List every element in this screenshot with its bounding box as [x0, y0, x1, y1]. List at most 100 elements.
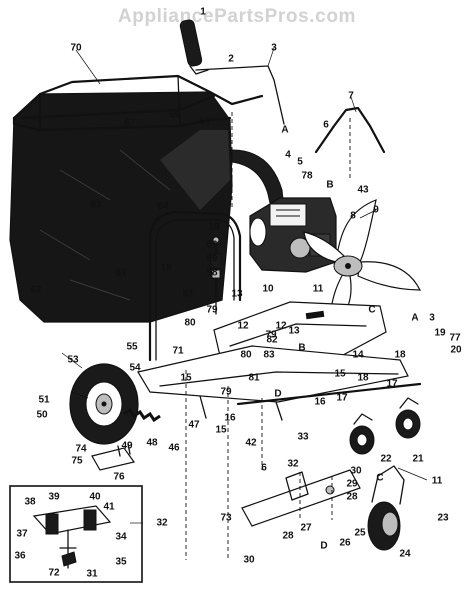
callout-32b: 32: [156, 518, 168, 529]
axle-rod: [236, 382, 422, 406]
callout-C-right: C: [368, 305, 375, 316]
callout-36: 36: [14, 551, 26, 562]
callout-81: 81: [248, 373, 260, 384]
handle-grip-1: [179, 19, 209, 75]
callout-16a: 16: [314, 397, 326, 408]
callout-16b: 16: [224, 413, 236, 424]
callout-67: 67: [124, 118, 136, 129]
callout-79a: 79: [206, 305, 218, 316]
watermark: AppliancePartsPros.com: [118, 6, 356, 27]
callout-A-top: A: [281, 125, 288, 136]
callout-41: 41: [103, 502, 115, 513]
engine-43: [249, 197, 337, 273]
callout-23: 23: [437, 513, 449, 524]
callout-21: 21: [412, 454, 424, 465]
callout-53: 53: [67, 355, 79, 366]
callout-57: 57: [182, 289, 194, 300]
callout-34: 34: [115, 532, 127, 543]
bracket-76: [91, 443, 136, 471]
wheel-53: [69, 363, 139, 445]
callout-72: 72: [48, 568, 60, 579]
mount-bracket-28: [241, 469, 361, 527]
callout-64: 64: [157, 202, 169, 213]
callout-D-bottom: D: [320, 541, 327, 552]
reference-lines: [185, 112, 351, 560]
callout-80a: 80: [184, 318, 196, 329]
callout-80b: 80: [240, 350, 252, 361]
bag-frame-70: [12, 74, 264, 132]
spring-49: [123, 407, 161, 423]
callout-82: 82: [266, 335, 278, 346]
callout-17a: 17: [386, 379, 398, 390]
callout-7: 7: [348, 91, 354, 102]
callout-30b: 30: [243, 555, 255, 566]
callout-15b: 15: [180, 373, 192, 384]
callout-46: 46: [168, 443, 180, 454]
callout-54: 54: [129, 363, 141, 374]
callout-47: 47: [188, 420, 200, 431]
callout-26: 26: [339, 538, 351, 549]
callout-18b: 18: [357, 373, 369, 384]
callout-27: 27: [300, 523, 312, 534]
callout-B-mid: B: [298, 343, 305, 354]
callout-3b: 3: [429, 313, 435, 324]
callout-29: 29: [346, 479, 358, 490]
callout-19a: 19: [208, 222, 220, 233]
callout-50: 50: [36, 410, 48, 421]
callout-22: 22: [380, 454, 392, 465]
callout-4: 4: [285, 150, 291, 161]
callout-C-bottom: C: [376, 473, 383, 484]
callout-8: 8: [350, 211, 356, 222]
callout-24: 24: [399, 549, 411, 560]
callout-15a: 15: [334, 369, 346, 380]
callout-78: 78: [301, 171, 313, 182]
callout-11a: 11: [313, 284, 324, 295]
callout-61a: 61: [199, 117, 211, 128]
callout-28a: 28: [346, 492, 358, 503]
callout-6b: 6: [261, 463, 267, 474]
caster-wheel-21: [395, 397, 421, 439]
callout-37: 37: [16, 529, 28, 540]
callout-73: 73: [220, 513, 232, 524]
callout-71: 71: [172, 346, 184, 357]
callout-42: 42: [245, 438, 257, 449]
callout-69: 69: [169, 110, 181, 121]
callout-61b: 61: [115, 268, 127, 279]
callout-2: 2: [228, 54, 234, 65]
callout-5: 5: [297, 157, 303, 168]
callout-20: 20: [450, 345, 462, 356]
callout-17b: 17: [336, 393, 348, 404]
chassis-frame-33: [137, 345, 409, 421]
callout-48: 48: [146, 438, 158, 449]
callout-35: 35: [115, 557, 127, 568]
callout-10: 10: [262, 284, 274, 295]
callout-51: 51: [38, 395, 50, 406]
shift-rod-57: [210, 236, 222, 315]
deflector-bracket-7: [314, 106, 386, 154]
callout-28b: 28: [282, 531, 294, 542]
callout-59: 59: [206, 254, 218, 265]
callouts: 1 2 3 70 69 67 61 A 7 6 4 5 78 B 43 8 9 …: [14, 7, 462, 580]
callout-49: 49: [121, 441, 133, 452]
callout-38: 38: [24, 497, 36, 508]
callout-74: 74: [75, 444, 87, 455]
callout-19b: 19: [160, 263, 172, 274]
callout-79b: 79: [265, 330, 277, 341]
callout-B-top: B: [326, 180, 333, 191]
callout-83: 83: [263, 350, 275, 361]
handle-assembly-64: [148, 210, 242, 362]
detail-inset: [9, 485, 143, 583]
callout-3: 3: [271, 43, 277, 54]
callout-A-right: A: [411, 313, 418, 324]
callout-18a: 18: [394, 350, 406, 361]
callout-9: 9: [373, 205, 379, 216]
collection-bag: [9, 91, 233, 323]
callout-32a: 32: [287, 459, 299, 470]
leader-lines: [61, 47, 428, 524]
callout-25: 25: [354, 528, 366, 539]
callout-58: 58: [206, 268, 218, 279]
callout-D-mid: D: [274, 389, 281, 400]
callout-43: 43: [357, 185, 369, 196]
callout-77: 77: [449, 333, 461, 344]
callout-12a: 12: [237, 321, 249, 332]
